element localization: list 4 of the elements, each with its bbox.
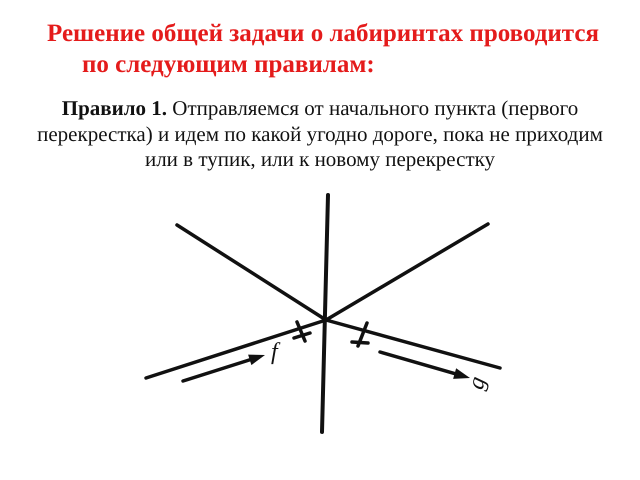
rule-text: Правило 1. Отправляемся от начального пункта (первого перекрестка) и идем по какой угодно дороге, пока не приходим или в тупик, или к новому перекрестку (36, 96, 604, 172)
path-label: g (462, 374, 492, 392)
slide-title: Решение общей задачи о лабиринтах проводится по следующим правилам: (47, 19, 600, 80)
path-label: f (271, 339, 278, 365)
